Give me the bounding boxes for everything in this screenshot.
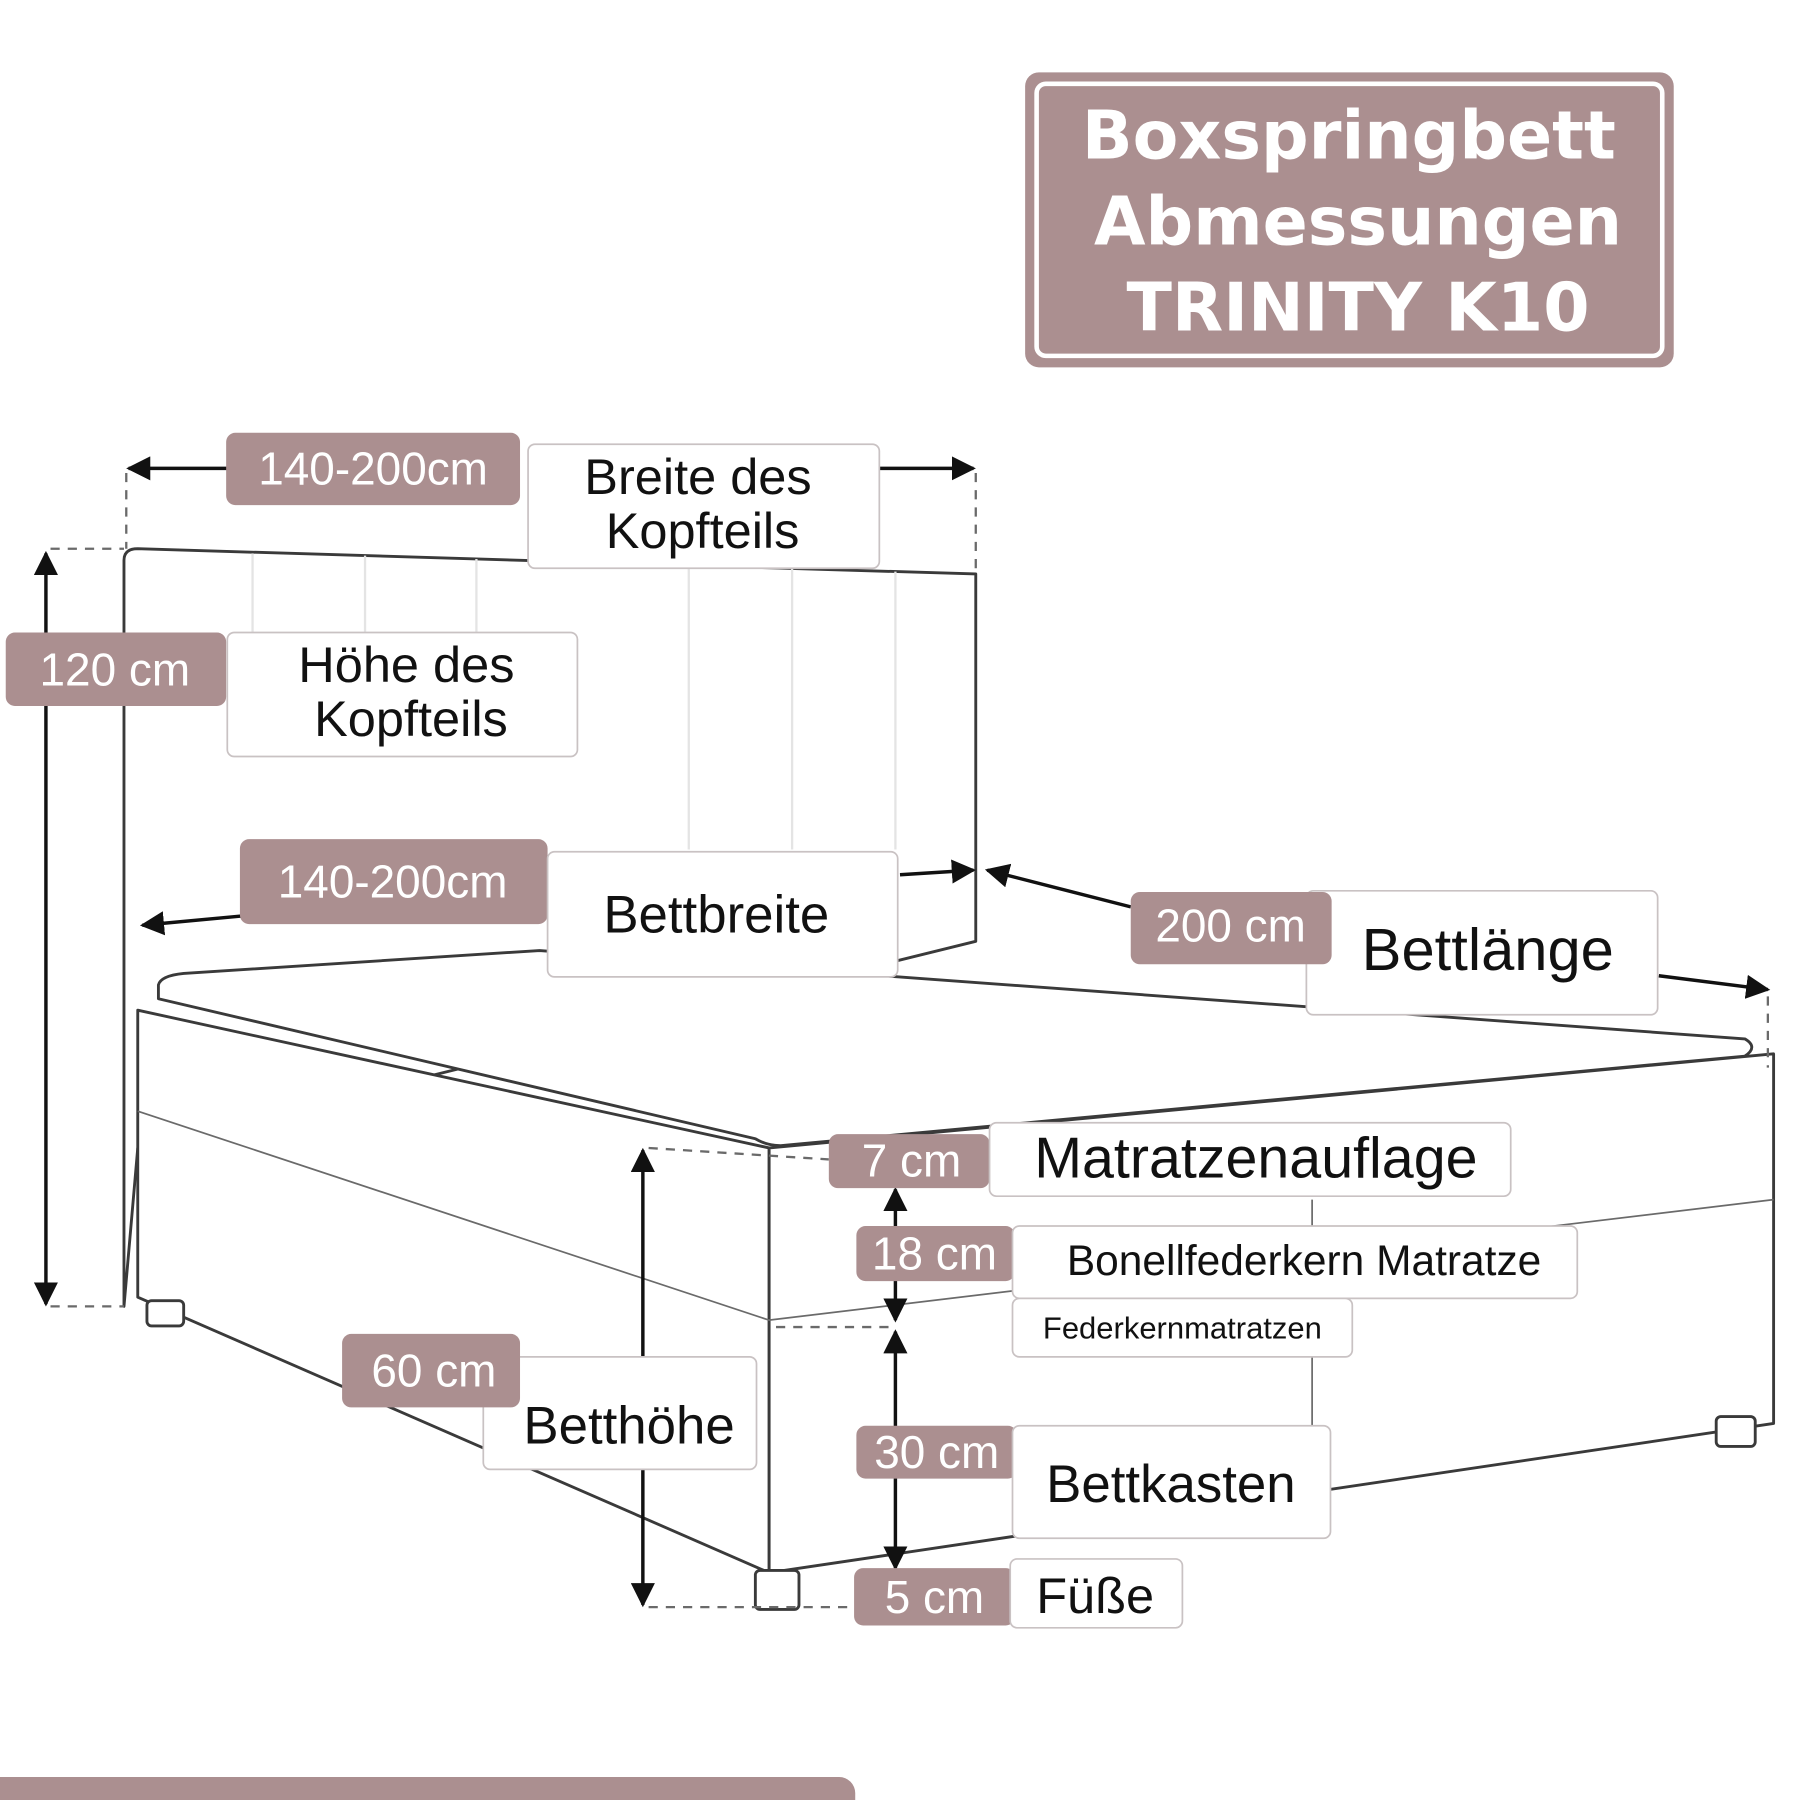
- bed-width-value: 140-200cm: [278, 856, 508, 908]
- bottom-accent-bar: [0, 1777, 856, 1800]
- label-headboard-height: 120 cm Höhe des Kopfteils: [5, 631, 579, 758]
- box-value: 30 cm: [874, 1426, 999, 1478]
- bed-length-value: 200 cm: [1155, 899, 1306, 951]
- foot: [1714, 1415, 1757, 1448]
- topper-value: 7 cm: [862, 1135, 961, 1187]
- title-line-2: Abmessungen: [1094, 183, 1622, 261]
- headboard-height-label-1: Höhe des: [298, 636, 514, 693]
- label-topper: 7 cm Matratzenauflage: [828, 1121, 1512, 1198]
- label-headboard-width: 140-200cm Breite des Kopfteils: [226, 432, 881, 570]
- bed-height-value: 60 cm: [371, 1345, 496, 1397]
- bed-length-label: Bettlänge: [1362, 916, 1614, 983]
- mattress-sublabel: Federkernmatratzen: [1043, 1311, 1322, 1346]
- feet-value: 5 cm: [885, 1571, 984, 1623]
- headboard-height-value: 120 cm: [40, 643, 191, 695]
- label-box: 30 cm Bettkasten: [856, 1424, 1332, 1540]
- foot: [145, 1299, 186, 1328]
- bed-width-label: Bettbreite: [603, 885, 829, 944]
- headboard-height-label-2: Kopfteils: [314, 690, 508, 747]
- label-bed-height: Betthöhe 60 cm: [342, 1333, 758, 1471]
- title-line-3: TRINITY K10: [1127, 269, 1590, 347]
- label-bed-length: Bettlänge 200 cm: [1130, 889, 1659, 1016]
- label-bed-width: 140-200cm Bettbreite: [239, 839, 899, 978]
- headboard-width-value: 140-200cm: [258, 442, 488, 494]
- topper-label: Matratzenauflage: [1034, 1126, 1477, 1190]
- mattress-topper: [156, 949, 1754, 1148]
- mattress-label: Bonellfederkern Matratze: [1067, 1237, 1541, 1284]
- feet-label: Füße: [1036, 1567, 1154, 1624]
- box-label: Bettkasten: [1046, 1455, 1295, 1514]
- label-mattress: 18 cm Bonellfederkern Matratze Federkern…: [856, 1225, 1579, 1358]
- foot: [753, 1568, 801, 1611]
- bed-height-label: Betthöhe: [523, 1396, 734, 1455]
- label-feet: 5 cm Füße: [854, 1558, 1184, 1629]
- title-badge: Boxspringbett Abmessungen TRINITY K10: [1025, 72, 1674, 368]
- headboard-width-label-2: Kopfteils: [606, 502, 800, 559]
- mattress-value: 18 cm: [872, 1228, 997, 1280]
- headboard-width-label-1: Breite des: [584, 448, 811, 505]
- title-line-1: Boxspringbett: [1082, 96, 1616, 174]
